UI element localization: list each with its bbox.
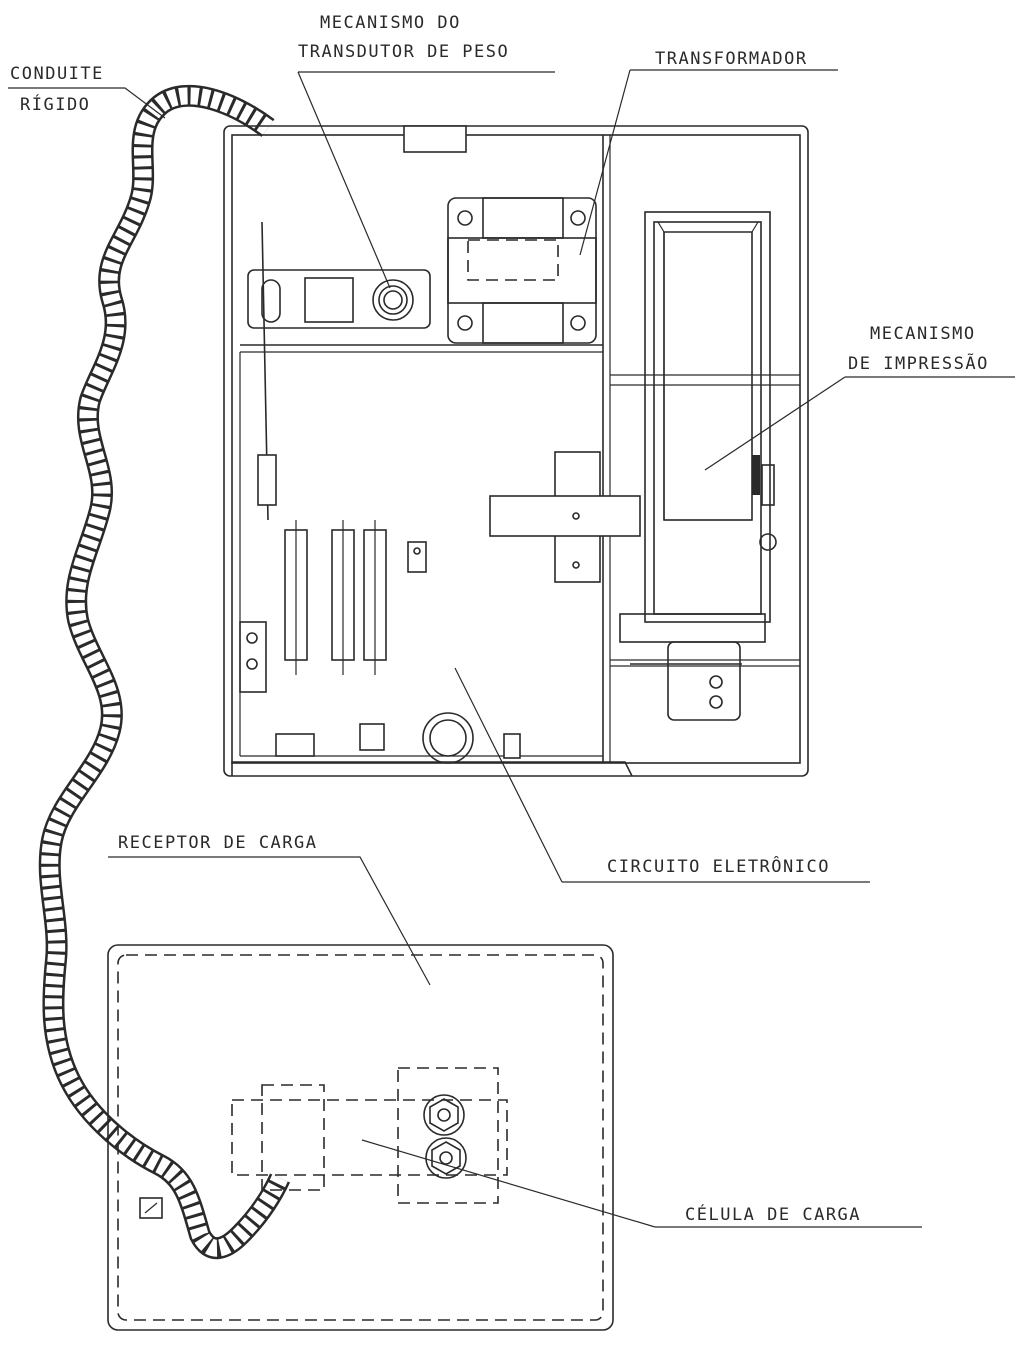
label-conduit-line2: RÍGIDO: [20, 93, 90, 115]
label-transducer-line2: TRANSDUTOR DE PESO: [298, 42, 509, 62]
weight-transducer-mechanism: [247, 221, 431, 521]
top-connector: [403, 125, 467, 153]
main-housing: [223, 125, 809, 777]
conduit-cable: [38, 84, 291, 1260]
label-printer-line1: MECANISMO: [870, 324, 976, 344]
label-transducer-line1: MECANISMO DO: [320, 13, 461, 33]
label-load-receptor: RECEPTOR DE CARGA: [118, 833, 318, 853]
label-load-cell: CÉLULA DE CARGA: [685, 1203, 861, 1225]
printing-mechanism: [619, 211, 777, 721]
label-circuit: CIRCUITO ELETRÔNICO: [607, 855, 830, 877]
leader-lines: [8, 69, 1015, 1228]
transformer: [447, 197, 597, 344]
label-transformer: TRANSFORMADOR: [655, 49, 808, 69]
load-receptor: [107, 944, 614, 1331]
electronic-circuit: [239, 451, 641, 764]
label-conduit-line1: CONDUITE: [10, 64, 104, 84]
label-printer-line2: DE IMPRESSÃO: [848, 352, 989, 374]
